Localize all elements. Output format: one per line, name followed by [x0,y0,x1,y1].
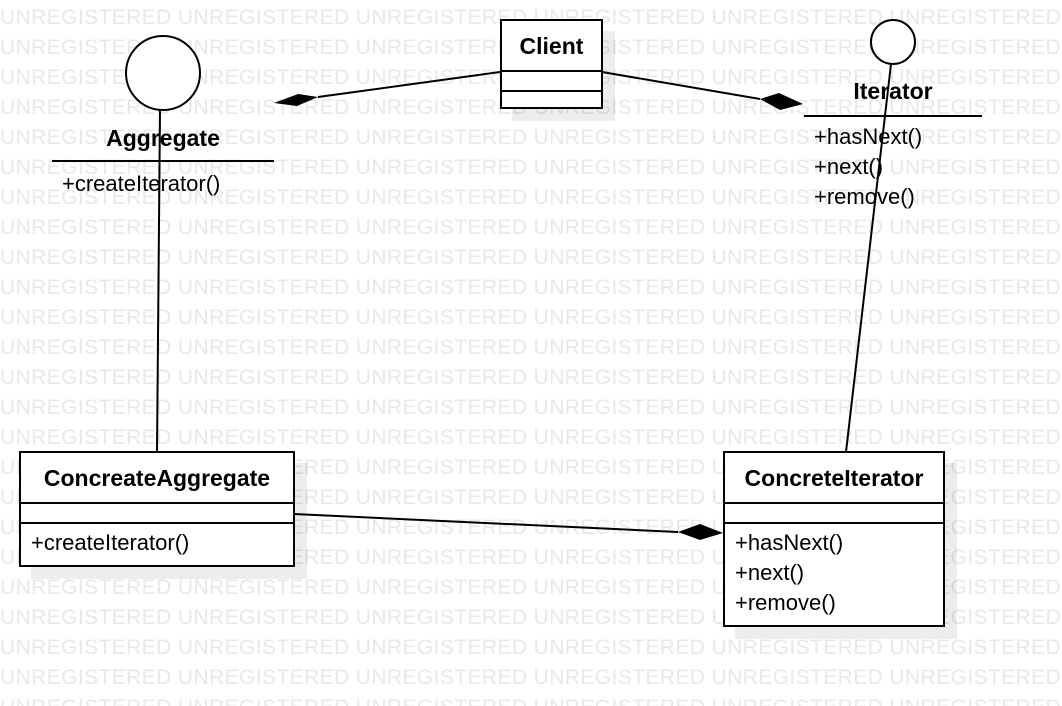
class-name: ConcreteIterator [725,453,943,504]
operation: +next() [735,560,805,585]
operations-compartment: +hasNext() +next() +remove() [725,524,943,618]
aggregate-operations: +createIterator() [62,169,220,199]
concrete-iterator-class[interactable]: ConcreteIterator +hasNext() +next() +rem… [723,451,945,627]
interface-name: Iterator [853,78,933,104]
client-aggregate-association[interactable] [317,71,501,98]
operation: +remove() [814,184,915,209]
aggregate-interface-circle[interactable] [125,35,201,111]
iterator-operations: +hasNext() +next() +remove() [814,122,922,212]
class-name: Client [502,21,601,72]
iterator-realization-line[interactable] [845,63,892,453]
attributes-compartment [725,504,943,524]
attributes-compartment [502,72,601,92]
operation: +hasNext() [735,530,844,555]
client-aggregate-diamond [274,94,318,106]
operation: +createIterator() [62,171,221,196]
operation: +createIterator() [31,530,190,555]
operation: +hasNext() [814,124,923,149]
client-iterator-diamond [760,93,803,110]
interface-name: Aggregate [106,125,220,151]
client-iterator-association[interactable] [601,71,761,100]
class-name: ConcreateAggregate [21,453,293,504]
operation: +remove() [735,590,836,615]
operation: +next() [814,154,884,179]
operations-compartment: +createIterator() [21,524,293,558]
concrete-aggregate-class[interactable]: ConcreateAggregate +createIterator() [19,451,295,567]
client-class[interactable]: Client [500,19,603,109]
iterator-interface-circle[interactable] [870,19,916,65]
aggregate-realization-line[interactable] [156,109,161,453]
concrete-association[interactable] [293,513,679,533]
attributes-compartment [21,504,293,524]
concrete-association-diamond [678,524,723,540]
